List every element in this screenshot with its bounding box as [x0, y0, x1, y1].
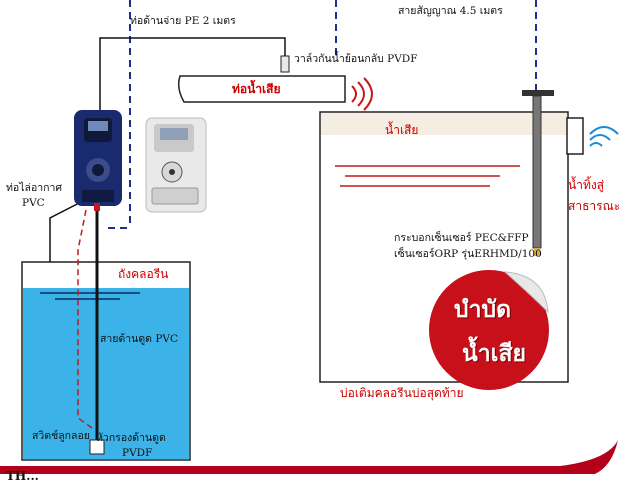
- pond-outlet: [566, 117, 584, 155]
- float-switch-label: สวิตช์ลูกลอย: [32, 430, 90, 442]
- outlet-wave-2: [589, 134, 611, 141]
- dosing-pump: [74, 110, 122, 211]
- outlet-wave-3: [589, 126, 619, 135]
- badge-text-line2: น้ำเสีย: [462, 340, 527, 367]
- sensor-holder: [532, 95, 542, 249]
- wastewater-label: น้ำเสีย: [385, 123, 419, 137]
- wastewater-flow-wave-2: [357, 81, 365, 107]
- orp-sensor-model-label: เซ็นเซอร์ORP รุ่นERHMD/100: [394, 248, 542, 260]
- pe-supply-pipe-label: ท่อด้านจ่าย PE 2 เมตร: [130, 15, 236, 27]
- public-discharge-label-1: น้ำทิ้งสู่: [568, 178, 605, 192]
- pvdf-suction-filter-label-2: PVDF: [122, 447, 153, 459]
- wastewater-flow-wave-3: [363, 77, 373, 111]
- footer-logo-fragment: TH...: [6, 470, 39, 480]
- pump-photo: [145, 117, 207, 213]
- wastewater-pipe: [177, 75, 346, 103]
- footer-red-swoosh: [0, 440, 618, 474]
- pvdf-suction-filter-label-1: หัวกรองด้านดูด: [96, 432, 166, 444]
- badge-text-line1: บำบัด: [454, 296, 512, 323]
- pvc-vent-pipe-label-1: ท่อไล่อากาศ: [6, 182, 63, 194]
- pvc-suction-hose-label: สายด้านดูด PVC: [100, 333, 179, 345]
- final-chlorination-pond-label: บ่อเติมคลอรีนบ่อสุดท้าย: [340, 386, 464, 400]
- pond-water-band: [321, 113, 567, 135]
- pvc-vent-pipe-label-2: PVC: [22, 197, 45, 209]
- pec-ffp-sensor-holder-label: กระบอกเซ็นเซอร์ PEC&FFP: [394, 232, 529, 244]
- pvc-vent-pipe: [49, 199, 86, 262]
- chlorine-tank-label: ถังคลอรีน: [118, 267, 169, 281]
- pvdf-check-valve-label: วาล์วกันน้ำย้อนกลับ PVDF: [294, 53, 418, 65]
- float-switch-cable: [77, 209, 93, 429]
- pe-supply-pipe: [99, 37, 286, 118]
- outlet-wave-1: [589, 142, 603, 147]
- chlorine-tank-liquid: [23, 288, 189, 459]
- public-discharge-label-2: สาธารณะ: [568, 199, 621, 213]
- sensor-tip: [534, 248, 540, 256]
- pvdf-check-valve-shape: [280, 55, 290, 73]
- sensor-head: [522, 90, 554, 96]
- signal-cable-label: สายสัญญาณ 4.5 เมตร: [398, 5, 503, 17]
- pvdf-suction-filter: [89, 439, 105, 455]
- wastewater-pipe-label: ท่อน้ำเสีย: [232, 82, 281, 96]
- treatment-badge: [429, 270, 549, 390]
- wastewater-flow-wave-1: [351, 85, 357, 103]
